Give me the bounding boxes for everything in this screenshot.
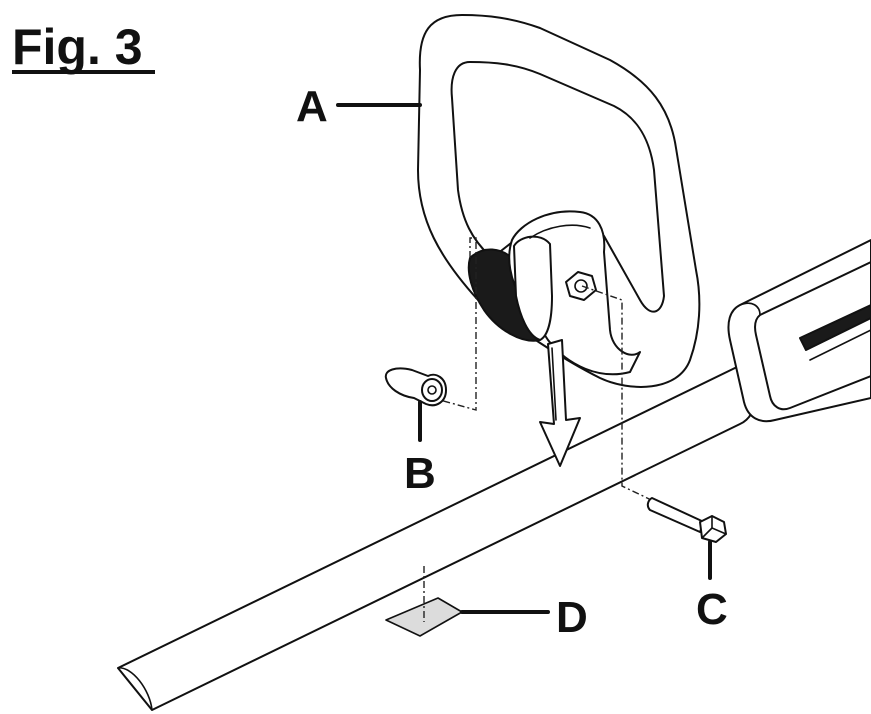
wing-knob <box>384 367 447 407</box>
hex-nut-icon <box>565 271 597 301</box>
shaft <box>117 364 757 711</box>
callout-b: B <box>404 449 436 498</box>
callout-a: A <box>296 82 328 131</box>
handle-clamp <box>467 210 641 376</box>
bolt <box>646 497 727 543</box>
down-arrow-icon <box>539 339 581 467</box>
figure-title: Fig. 3 <box>12 19 143 75</box>
callout-d: D <box>556 593 588 642</box>
callout-c: C <box>696 585 728 634</box>
motor-housing <box>727 239 871 423</box>
figure-title-underline <box>12 70 155 74</box>
